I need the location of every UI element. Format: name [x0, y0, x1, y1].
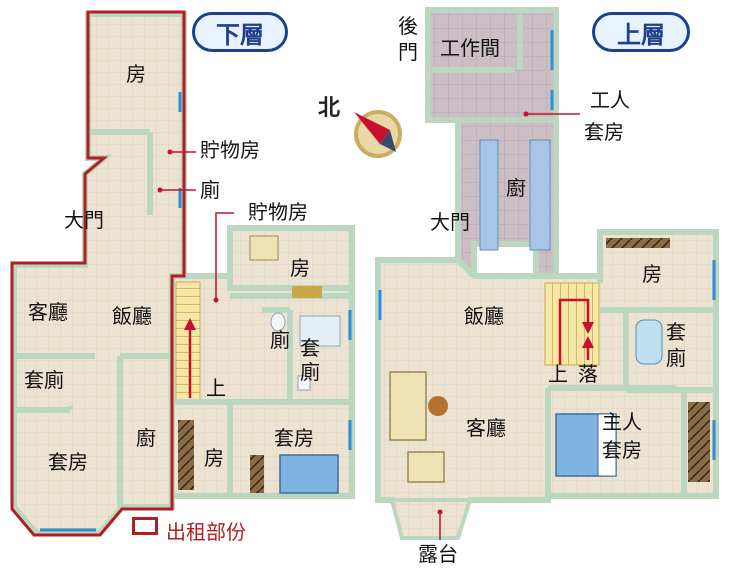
lower-storage-2: 貯物房	[248, 200, 308, 224]
compass-icon	[354, 110, 402, 158]
upper-maid-room-a: 工人	[590, 88, 630, 112]
upper-floor-plan	[375, 7, 719, 540]
upper-living: 客廳	[466, 416, 506, 440]
upper-suite-toilet-a: 套	[666, 320, 686, 344]
upper-back-door-a: 後	[398, 14, 418, 38]
rental-legend-swatch	[132, 517, 158, 535]
lower-room-mid: 房	[290, 256, 310, 280]
upper-balcony: 露台	[418, 542, 458, 566]
upper-suite-toilet-b: 廁	[666, 346, 686, 370]
lower-dining: 飯廳	[112, 304, 152, 328]
lower-main-door: 大門	[64, 208, 104, 232]
lower-storage-1: 貯物房	[200, 138, 260, 162]
upper-master-suite-b: 套房	[602, 438, 642, 462]
upper-stair-down: 落	[578, 362, 598, 386]
lower-toilet-2: 廁	[270, 328, 290, 352]
upper-master-suite-a: 主人	[602, 410, 642, 434]
upper-dining: 飯廳	[464, 304, 504, 328]
upper-stair-up: 上	[548, 362, 568, 386]
upper-floor-badge: 上層	[592, 12, 690, 52]
upper-maid-room-b: 套房	[584, 120, 624, 144]
lower-room-top: 房	[126, 62, 146, 86]
north-label: 北	[318, 96, 341, 121]
lower-leader-lines	[160, 151, 234, 300]
rental-legend-label: 出租部份	[166, 520, 246, 544]
lower-stair-up: 上	[206, 376, 226, 400]
lower-suite-room: 套房	[48, 450, 88, 474]
lower-suite-toilet-2-a: 套	[300, 336, 320, 360]
lower-floor-plan	[10, 10, 355, 537]
lower-suite-toilet-2-b: 廁	[300, 360, 320, 384]
lower-suite-toilet: 套廁	[24, 368, 64, 392]
upper-main-door: 大門	[430, 210, 470, 234]
lower-kitchen: 廚	[136, 426, 156, 450]
lower-toilet-1: 廁	[200, 178, 220, 202]
lower-floor-badge: 下層	[192, 12, 288, 52]
upper-kitchen: 廚	[506, 176, 526, 200]
upper-room: 房	[642, 262, 662, 286]
upper-workroom: 工作間	[440, 36, 500, 60]
upper-back-door-b: 門	[398, 40, 418, 64]
lower-room-bottom: 房	[204, 446, 224, 470]
upper-leader-lines	[439, 113, 580, 540]
lower-suite-room-2: 套房	[274, 426, 314, 450]
lower-living: 客廳	[28, 300, 68, 324]
